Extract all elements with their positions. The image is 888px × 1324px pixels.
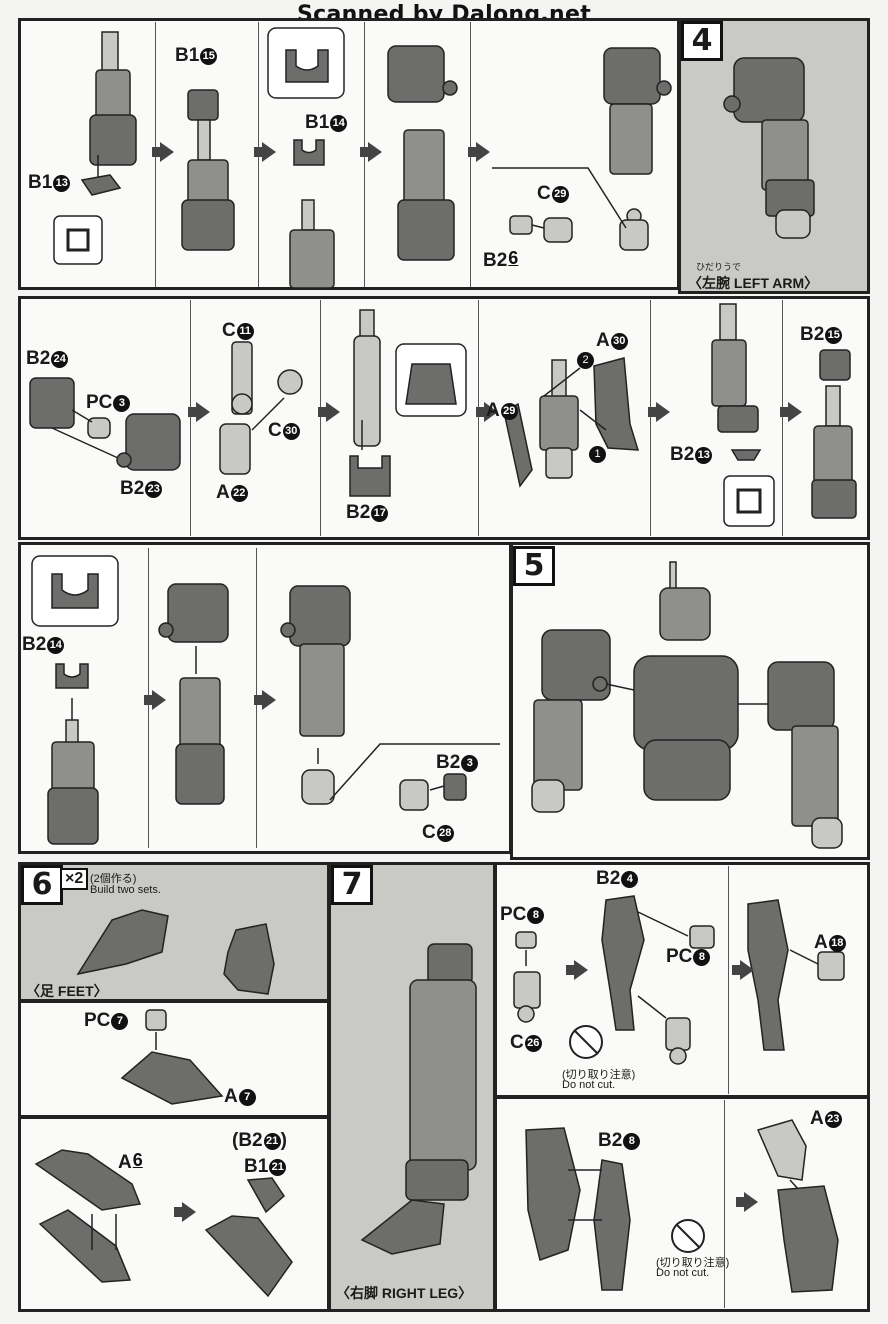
step-4-number: 4 [681,21,723,61]
arm-assembly-1-illustration [53,31,137,265]
step-arrow [566,960,588,980]
forearm-fit-illustration [349,309,467,497]
knee-armor-illustration [747,899,845,1051]
arm-assembly-4-illustration [387,45,458,261]
right-arm-start-illustration [31,555,119,845]
shoulder-assembly-illustration [29,377,181,471]
knee-guard-illustration [756,1119,839,1293]
right-arm-hand-illustration [280,585,500,811]
left-arm-caption: 〈左腕 LEFT ARM〉 [688,275,819,291]
build-count: ×2 [60,868,89,890]
step-arrow [254,142,276,162]
foot-frame-illustration [120,1009,224,1105]
step-7-number: 7 [331,865,373,905]
warn-jp-1: (切り取り注意) [562,1069,636,1081]
feet-caption: 〈足 FEET〉 [26,983,108,999]
warn-en-2: Do not cut. [656,1267,710,1279]
step-arrow [152,142,174,162]
shin-assembly-illustration [525,1127,705,1291]
feet-completed-illustration [76,909,275,995]
step-5-number: 5 [513,546,555,586]
step-arrow [174,1202,196,1222]
arm-assembly-2-illustration [181,89,235,251]
step-arrow [780,402,802,422]
elbow-joint-illustration [219,341,303,475]
upper-arm-cap-illustration [811,349,857,519]
left-arm-ruby: ひだりうで [696,262,742,272]
arm-assembly-5-illustration [492,47,672,251]
step-arrow [648,402,670,422]
build-en: Build two sets. [90,884,161,896]
step-arrow [254,690,276,710]
right-leg-completed-illustration [360,943,477,1255]
arm-assembly-3-illustration [267,27,345,289]
order-1-marker: 1 [589,446,606,463]
step-arrow [144,690,166,710]
step-arrow [476,402,498,422]
knee-joint-illustration [513,895,715,1065]
right-leg-caption: 〈右脚 RIGHT LEG〉 [336,1285,473,1301]
step-arrow [732,960,754,980]
warn-jp-2: (切り取り注意) [656,1257,730,1269]
build-jp: (2個作る) [90,873,137,885]
upper-arm-illustration [711,303,775,527]
step-arrow [318,402,340,422]
forearm-armor-illustration [503,357,640,488]
step-arrow [468,142,490,162]
step-arrow [360,142,382,162]
right-arm-shoulder-illustration [158,583,229,805]
foot-armor-illustration [34,1149,293,1298]
left-arm-completed-illustration [723,57,815,239]
step7-panel-b [494,862,870,1098]
torso-arms-assembly-illustration [531,561,843,849]
step-arrow [736,1192,758,1212]
step-arrow [188,402,210,422]
label-a6: A6 [118,1150,143,1173]
step-6-number: 6 [21,865,63,905]
warn-en-1: Do not cut. [562,1079,616,1091]
order-2-marker: 2 [577,352,594,369]
label-b2-6: B26 [483,248,519,271]
